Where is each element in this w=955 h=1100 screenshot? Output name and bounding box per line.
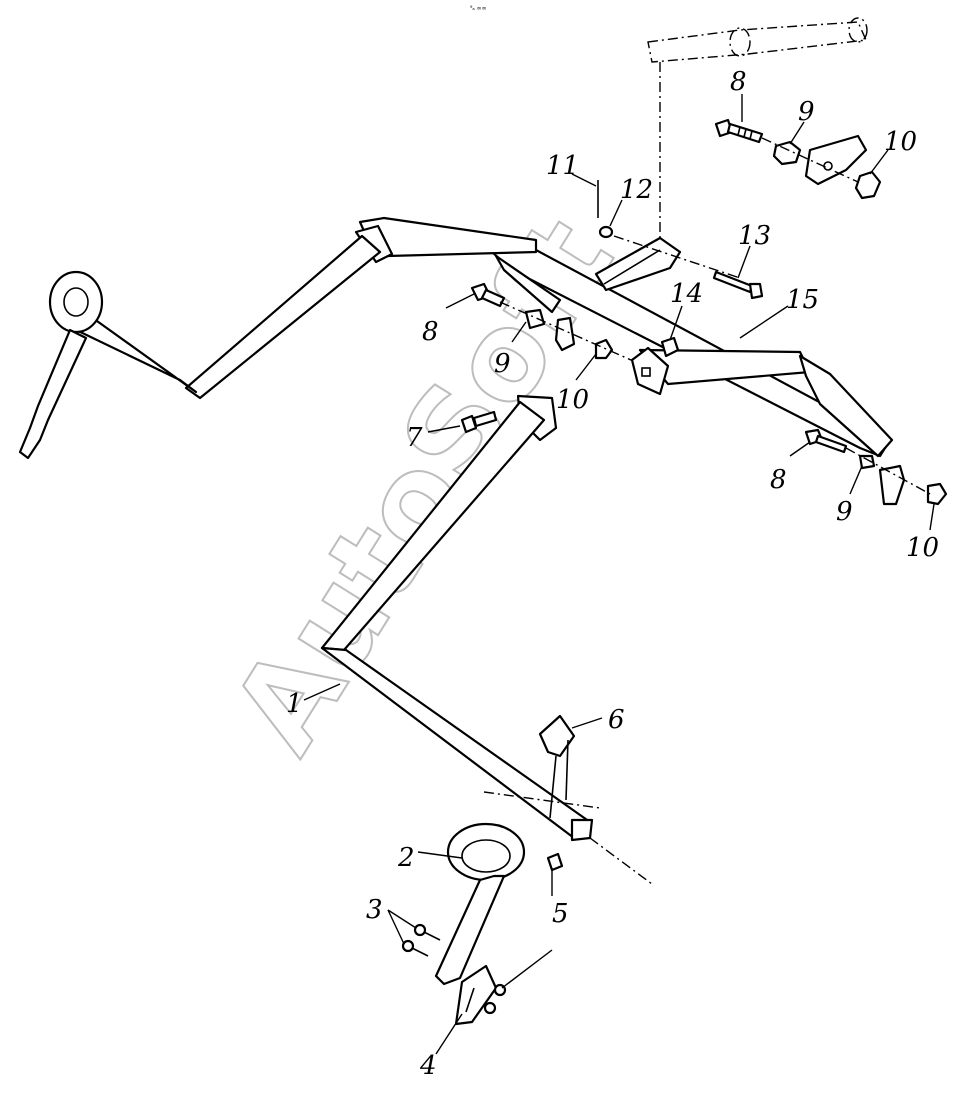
nut-5	[546, 852, 564, 872]
callout-4: 4	[419, 1051, 437, 1081]
bolt-13	[712, 270, 764, 300]
callout-5: 5	[552, 899, 569, 929]
callout-11: 11	[546, 151, 579, 181]
callout-8-upper: 8	[730, 67, 747, 97]
bolt-7	[460, 410, 498, 434]
washer-12	[598, 225, 614, 239]
callout-9-upper: 9	[798, 97, 815, 127]
callout-10-right: 10	[906, 533, 939, 563]
bolt-8-upper	[714, 118, 764, 144]
pivot-plate	[597, 180, 741, 396]
right-pin-assembly	[804, 428, 948, 506]
callout-3: 3	[366, 895, 383, 925]
left-arm-with-wheel	[18, 216, 538, 460]
callout-15: 15	[786, 285, 819, 315]
u-bolt-6	[538, 714, 576, 819]
spring-tine-2	[434, 822, 526, 986]
s-tine-arm-1	[320, 394, 653, 885]
callout-1: 1	[286, 689, 303, 719]
callout-10-left: 10	[556, 385, 589, 415]
leader-lines	[303, 94, 935, 1055]
share-point-4	[454, 964, 498, 1026]
callout-10-upper: 10	[884, 127, 917, 157]
callout-7: 7	[406, 423, 423, 453]
tractor-hitch-arm	[647, 17, 868, 240]
spacer-9-upper	[772, 140, 802, 166]
nut-10-upper	[854, 170, 882, 200]
header-mark: ⁹ₐ ∞∞	[470, 5, 487, 12]
callout-9-left: 9	[494, 349, 511, 379]
left-pin-assembly	[470, 282, 641, 365]
callout-8-left: 8	[422, 317, 439, 347]
callout-9-right: 9	[836, 497, 853, 527]
callout-6: 6	[608, 705, 625, 735]
callout-12: 12	[620, 175, 653, 205]
callout-8-right: 8	[770, 465, 787, 495]
callout-14: 14	[670, 279, 703, 309]
bolts-3	[401, 923, 441, 957]
callout-13: 13	[738, 221, 771, 251]
callout-2: 2	[397, 843, 415, 873]
nut-4b	[483, 1001, 497, 1015]
bracket-plate-upper	[804, 134, 868, 186]
callout-labels: 1 2 3 4 5 6 7 8 8 8 9 9 9 10 10 10 11 12…	[286, 67, 939, 1081]
upper-pin-assembly	[714, 118, 882, 200]
